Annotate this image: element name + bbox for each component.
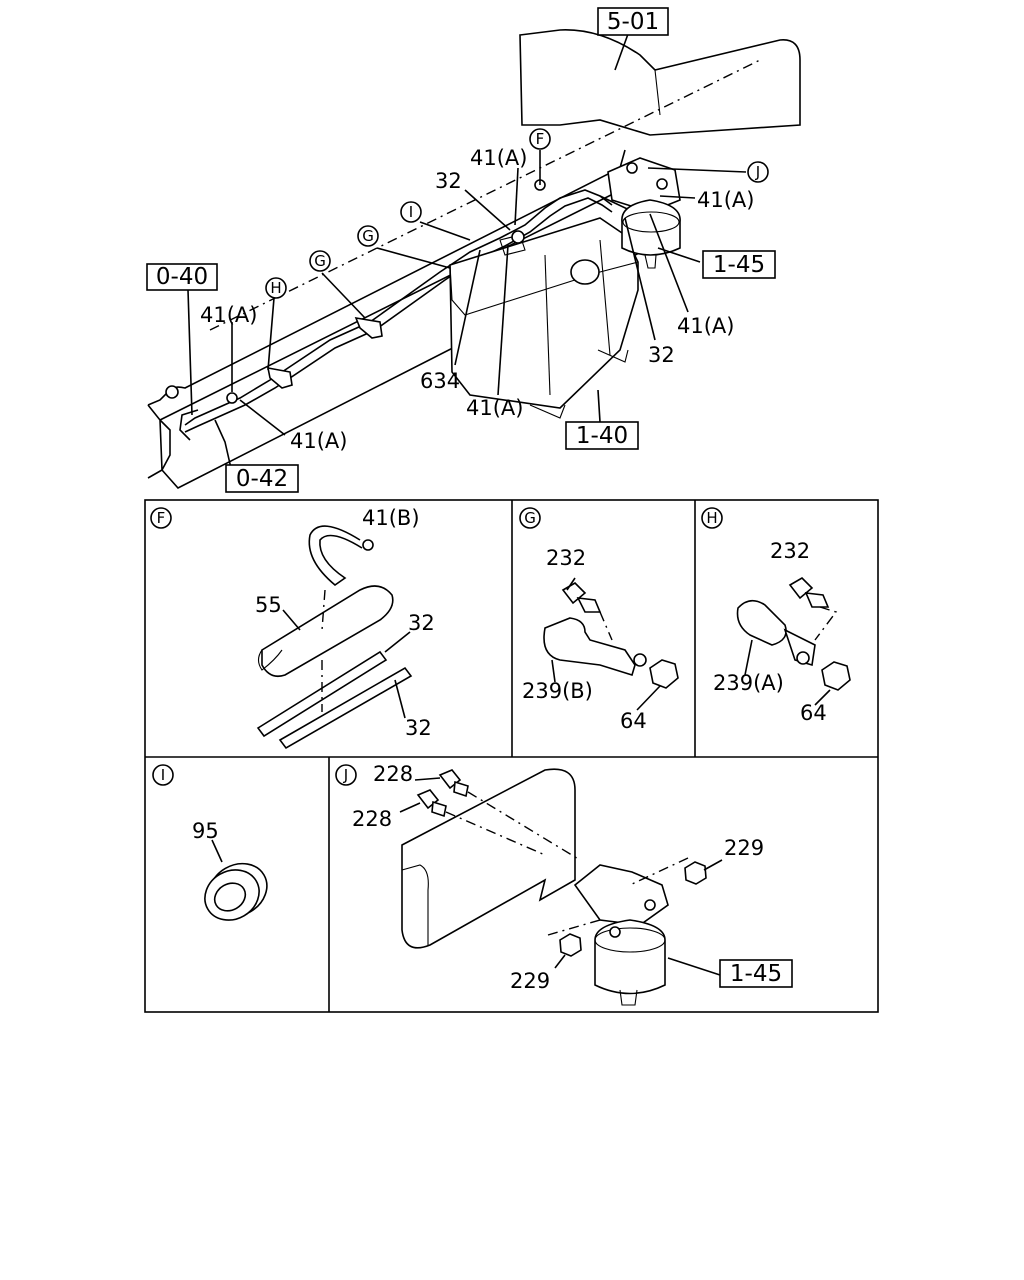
callout-letter: J bbox=[755, 163, 760, 181]
detail-i-panel: I 95 bbox=[152, 764, 268, 921]
detail-i-letter: I bbox=[152, 764, 174, 786]
ref-label: 5-01 bbox=[607, 9, 659, 35]
label-41a-bottom: 41(A) bbox=[290, 429, 347, 453]
label-41a-tank: 41(A) bbox=[466, 396, 523, 420]
callout-letter: F bbox=[536, 130, 545, 148]
ref-box-1-40[interactable]: 1-40 bbox=[565, 421, 639, 450]
detail-g-panel: G 232 239(B) 64 bbox=[519, 507, 679, 733]
ref-label: 1-40 bbox=[576, 423, 628, 449]
label-228-b: 228 bbox=[352, 807, 392, 831]
leader-lines bbox=[187, 33, 747, 478]
ref-box-1-45[interactable]: 1-45 bbox=[702, 250, 776, 279]
panel-letter: H bbox=[706, 509, 717, 527]
label-32-f-lower: 32 bbox=[405, 716, 432, 740]
label-55: 55 bbox=[255, 593, 282, 617]
ref-box-0-42[interactable]: 0-42 bbox=[225, 464, 299, 493]
detail-j-letter: J bbox=[335, 764, 357, 786]
callout-g-main[interactable]: G bbox=[357, 225, 379, 247]
callout-g[interactable]: G bbox=[309, 250, 331, 272]
label-228-a: 228 bbox=[373, 762, 413, 786]
label-232-g: 232 bbox=[546, 546, 586, 570]
detail-h-letter: H bbox=[701, 507, 723, 529]
detail-g-letter: G bbox=[519, 507, 541, 529]
detail-h-panel: H 232 239(A) 64 bbox=[701, 507, 851, 725]
ref-label: 1-45 bbox=[713, 252, 765, 278]
callout-i[interactable]: I bbox=[400, 201, 422, 223]
callout-f[interactable]: F bbox=[529, 128, 551, 150]
panel-letter: J bbox=[343, 766, 348, 784]
label-239a: 239(A) bbox=[713, 671, 784, 695]
label-232-h: 232 bbox=[770, 539, 810, 563]
panel-letter: G bbox=[524, 509, 536, 527]
label-229-a: 229 bbox=[724, 836, 764, 860]
detail-f-panel: F 41(B) 55 32 32 bbox=[150, 506, 435, 750]
detail-f-letter: F bbox=[150, 507, 172, 529]
label-95: 95 bbox=[192, 819, 219, 843]
callout-letter: G bbox=[362, 227, 374, 245]
ref-label: 0-42 bbox=[236, 466, 288, 492]
ref-label: 0-40 bbox=[156, 264, 208, 290]
callout-letter: I bbox=[409, 203, 413, 221]
label-41a-right: 41(A) bbox=[677, 314, 734, 338]
ref-box-5-01[interactable]: 5-01 bbox=[597, 7, 669, 36]
label-41a-left: 41(A) bbox=[200, 303, 257, 327]
label-32-lower: 32 bbox=[648, 343, 675, 367]
fuel-tank bbox=[449, 217, 639, 419]
ref-label: 1-45 bbox=[730, 961, 782, 987]
callout-j[interactable]: J bbox=[747, 161, 769, 183]
main-assembly-view: 5-01 0-40 0-42 1-40 1-45 F J I G G H bbox=[146, 7, 801, 493]
detail-j-panel: J 228 228 229 229 1-45 bbox=[335, 762, 793, 1006]
label-41a-filter: 41(A) bbox=[697, 188, 754, 212]
label-64-g: 64 bbox=[620, 709, 647, 733]
panel-letter: I bbox=[161, 766, 165, 784]
ref-box-0-40[interactable]: 0-40 bbox=[146, 263, 218, 291]
cross-member bbox=[519, 29, 801, 136]
label-634: 634 bbox=[420, 369, 460, 393]
label-41b: 41(B) bbox=[362, 506, 420, 530]
ref-box-1-45-detail[interactable]: 1-45 bbox=[719, 959, 793, 988]
label-32-upper: 32 bbox=[435, 169, 462, 193]
pipe-clamps bbox=[165, 179, 546, 404]
fuel-filter bbox=[607, 157, 681, 269]
callout-letter: G bbox=[314, 252, 326, 270]
callout-h[interactable]: H bbox=[265, 277, 287, 299]
label-32-f-upper: 32 bbox=[408, 611, 435, 635]
panel-letter: F bbox=[157, 509, 166, 527]
callout-letter: H bbox=[270, 279, 281, 297]
label-64-h: 64 bbox=[800, 701, 827, 725]
label-41a-top: 41(A) bbox=[470, 146, 527, 170]
detail-panels-grid bbox=[144, 499, 879, 1013]
label-239b: 239(B) bbox=[522, 679, 593, 703]
label-229-b: 229 bbox=[510, 969, 550, 993]
